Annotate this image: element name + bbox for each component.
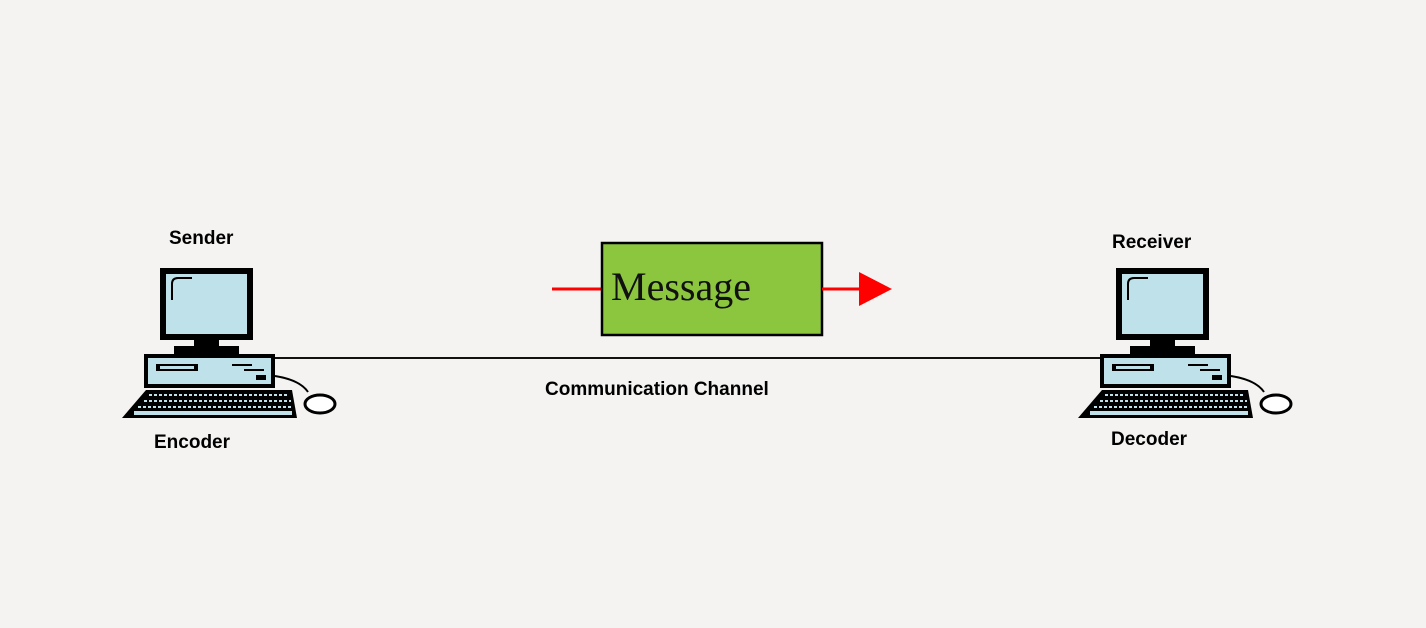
- arrowhead-icon: [859, 272, 892, 306]
- message-arrow-out: [822, 272, 892, 306]
- channel-label: Communication Channel: [545, 379, 769, 400]
- decoder-label: Decoder: [1111, 429, 1188, 450]
- receiver-label: Receiver: [1112, 232, 1192, 253]
- encoder-label: Encoder: [154, 432, 231, 453]
- message-label: Message: [611, 264, 751, 309]
- message-box: Message: [600, 241, 824, 337]
- sender-computer-icon: [120, 266, 337, 420]
- sender-label: Sender: [169, 228, 234, 249]
- receiver-computer-icon: [1076, 266, 1293, 420]
